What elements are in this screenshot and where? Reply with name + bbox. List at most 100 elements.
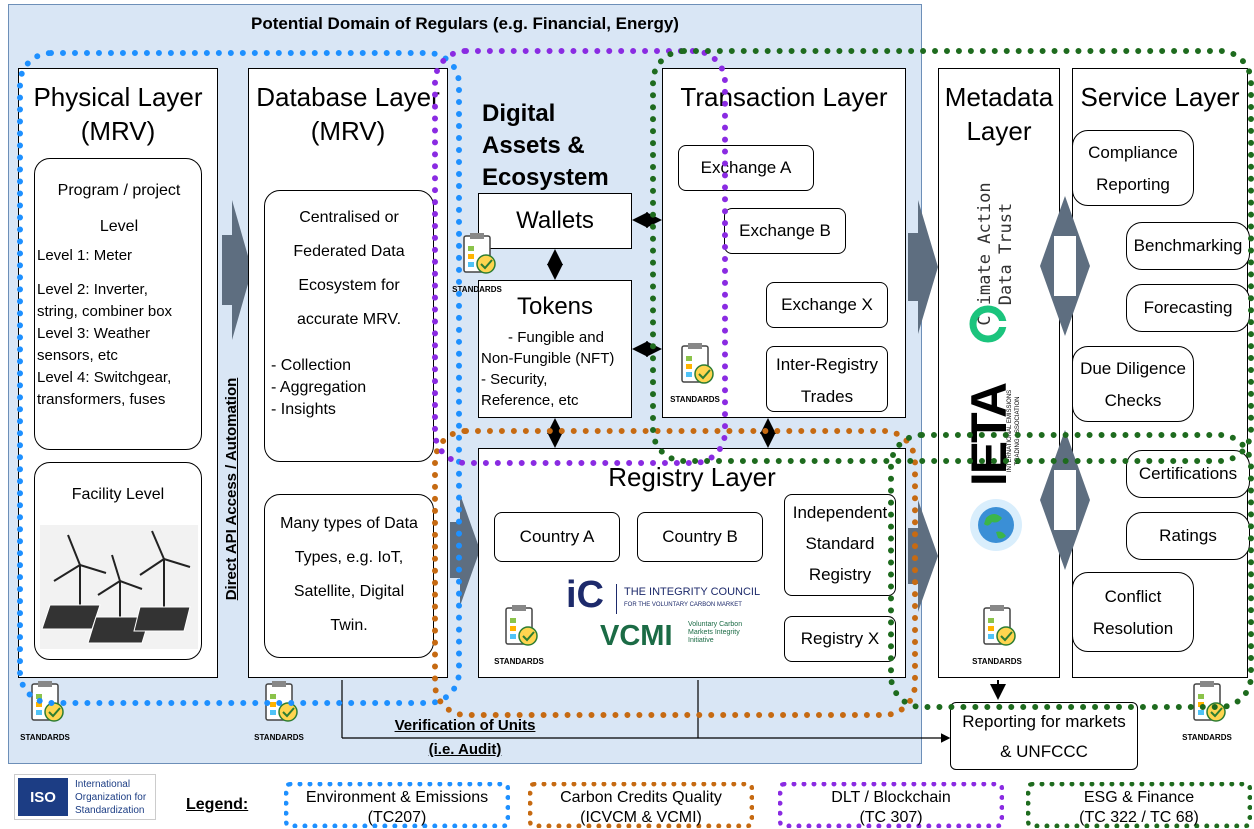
metadata-layer-panel: Metadata Layer: [938, 68, 1060, 678]
iso-line-2: Organization for: [75, 792, 147, 803]
legend-esg-line-1: ESG & Finance: [1083, 789, 1195, 806]
legend-carbon-line-2: (ICVCM & VCMI): [580, 809, 702, 826]
legend-environment-line-1: Environment & Emissions: [305, 789, 489, 806]
ecosystem-line-2: Federated Data: [293, 243, 405, 260]
standards-label: STANDARDS: [254, 733, 304, 742]
legend-environment-line-2: (TC207): [367, 809, 427, 826]
data-types-box: Many types of Data Types, e.g. IoT, Sate…: [264, 494, 434, 658]
reporting-line-2: & UNFCCC: [1000, 742, 1088, 761]
legend-esg-line-2: (TC 322 / TC 68): [1079, 809, 1199, 826]
independent-line-2: Standard: [805, 534, 875, 553]
physical-layer-title: Physical Layer: [33, 82, 203, 112]
domain-outline-esg-lower: [888, 432, 1254, 710]
wallets-label: Wallets: [516, 207, 594, 234]
standards-label: STANDARDS: [670, 395, 720, 404]
compliance-line-2: Reporting: [1096, 175, 1170, 194]
inter-registry-line-1: Inter-Registry: [775, 355, 879, 374]
exchange-b-label: Exchange B: [739, 221, 831, 240]
registry-layer-title: Registry Layer: [608, 462, 776, 492]
country-b-label: Country B: [662, 527, 738, 546]
ecosystem-line-4: accurate MRV.: [296, 311, 402, 328]
legend-item-carbon-quality: Carbon Credits Quality (ICVCM & VCMI): [528, 782, 754, 828]
vcmi-logo: VCMI Voluntary Carbon Markets Integrity …: [600, 620, 800, 654]
iso-logo: ISO International Organization for Stand…: [14, 774, 156, 820]
inter-registry-line-2: Trades: [800, 387, 854, 406]
program-level-box: Program / project Level Level 1: Meter L…: [34, 158, 202, 450]
standards-label: STANDARDS: [452, 285, 502, 294]
ratings-box: Ratings: [1126, 512, 1250, 560]
service-layer-title: Service Layer: [1080, 82, 1240, 112]
vcmi-sub-3: Initiative: [688, 637, 714, 644]
metadata-layer-subtitle: Layer: [966, 115, 1032, 146]
iso-line-1: International: [75, 779, 131, 790]
inter-registry-box: Inter-Registry Trades: [766, 346, 888, 412]
ic-divider: [616, 584, 617, 614]
legend-carbon-line-1: Carbon Credits Quality: [560, 789, 722, 806]
standards-label: STANDARDS: [494, 657, 544, 666]
vcmi-logo-mark: VCMI: [600, 620, 673, 652]
vcmi-sub-1: Voluntary Carbon: [688, 621, 743, 628]
standards-icon-digital: STANDARDS: [450, 232, 504, 294]
level-4-text: Level 4: Switchgear,: [37, 369, 172, 386]
standards-label: STANDARDS: [972, 657, 1022, 666]
ic-logo-mark: iC: [566, 574, 604, 616]
regulator-domain-title: Potential Domain of Regulars (e.g. Finan…: [251, 14, 679, 33]
climate-action-data-trust-logo: Climate Action Data Trust: [962, 156, 1034, 366]
level-1-text: Level 1: Meter: [37, 247, 133, 264]
exchange-x-box: Exchange X: [766, 282, 888, 328]
exchange-b-box: Exchange B: [724, 208, 846, 254]
data-ecosystem-box: Centralised or Federated Data Ecosystem …: [264, 190, 434, 462]
transaction-layer-title: Transaction Layer: [680, 82, 888, 112]
token-line-1: - Fungible and: [508, 329, 604, 346]
legend-dlt-line-2: (TC 307): [859, 809, 923, 826]
exchange-x-label: Exchange X: [781, 295, 873, 314]
ecosystem-line-3: Ecosystem for: [298, 277, 400, 294]
facility-level-box: Facility Level: [34, 462, 202, 660]
ic-logo-line-1: THE INTEGRITY COUNCIL: [624, 586, 761, 598]
ecosystem-line-1: Centralised or: [299, 209, 399, 226]
due-diligence-box: Due Diligence Checks: [1072, 346, 1194, 422]
country-a-label: Country A: [519, 527, 595, 546]
double-arrow-metadata-service-upper: [1040, 196, 1090, 336]
domain-outline-carbon-quality: [432, 428, 918, 718]
level-3-text: Level 3: Weather: [37, 325, 151, 342]
legend-item-environment: Environment & Emissions (TC207): [284, 782, 510, 828]
standards-icon-metadata: STANDARDS: [970, 604, 1024, 666]
forecasting-label: Forecasting: [1143, 298, 1233, 317]
iso-line-3: Standardization: [75, 805, 145, 816]
cadt-circle-icon: [969, 305, 1008, 343]
compliance-reporting-box: Compliance Reporting: [1072, 130, 1194, 206]
flow-arrow-physical-to-database: [222, 200, 252, 340]
conflict-line-2: Resolution: [1092, 619, 1174, 638]
domain-outline-dlt: [432, 48, 728, 466]
wallets-box: Wallets: [478, 193, 632, 249]
registry-x-box: Registry X: [784, 616, 896, 662]
level-3-text-cont: sensors, etc: [37, 347, 118, 364]
due-diligence-line-1: Due Diligence: [1080, 359, 1186, 378]
country-b-box: Country B: [637, 512, 763, 562]
country-a-box: Country A: [494, 512, 620, 562]
digital-title-line-3: Ecosystem: [482, 164, 609, 191]
verification-line-2: (i.e. Audit): [428, 741, 502, 758]
standards-label: STANDARDS: [20, 733, 70, 742]
domain-outline-esg-upper: [650, 48, 1254, 464]
legend-label: Legend:: [186, 796, 249, 813]
standards-label: STANDARDS: [1182, 733, 1232, 742]
program-level-heading-2: Level: [99, 218, 139, 235]
token-line-2: Non-Fungible (NFT): [481, 350, 615, 367]
level-2-text: Level 2: Inverter,: [37, 281, 148, 298]
digital-assets-title: Digital Assets & Ecosystem: [482, 98, 609, 194]
benchmarking-box: Benchmarking: [1126, 222, 1250, 270]
token-line-3: - Security,: [481, 371, 548, 388]
data-types-line-1: Many types of Data: [280, 515, 418, 532]
reporting-markets-unfccc-box: Reporting for markets & UNFCCC: [950, 702, 1138, 770]
iso-text: International Organization for Standardi…: [75, 778, 146, 817]
vcmi-subtitle: Voluntary Carbon Markets Integrity Initi…: [688, 621, 742, 645]
benchmarking-label: Benchmarking: [1133, 236, 1243, 255]
compliance-line-1: Compliance: [1088, 143, 1178, 162]
reporting-line-1: Reporting for markets: [962, 712, 1126, 731]
database-layer-title: Database Layer: [256, 82, 440, 112]
globe-icon: [970, 499, 1022, 551]
tokens-box: Tokens - Fungible and Non-Fungible (NFT)…: [478, 280, 632, 418]
